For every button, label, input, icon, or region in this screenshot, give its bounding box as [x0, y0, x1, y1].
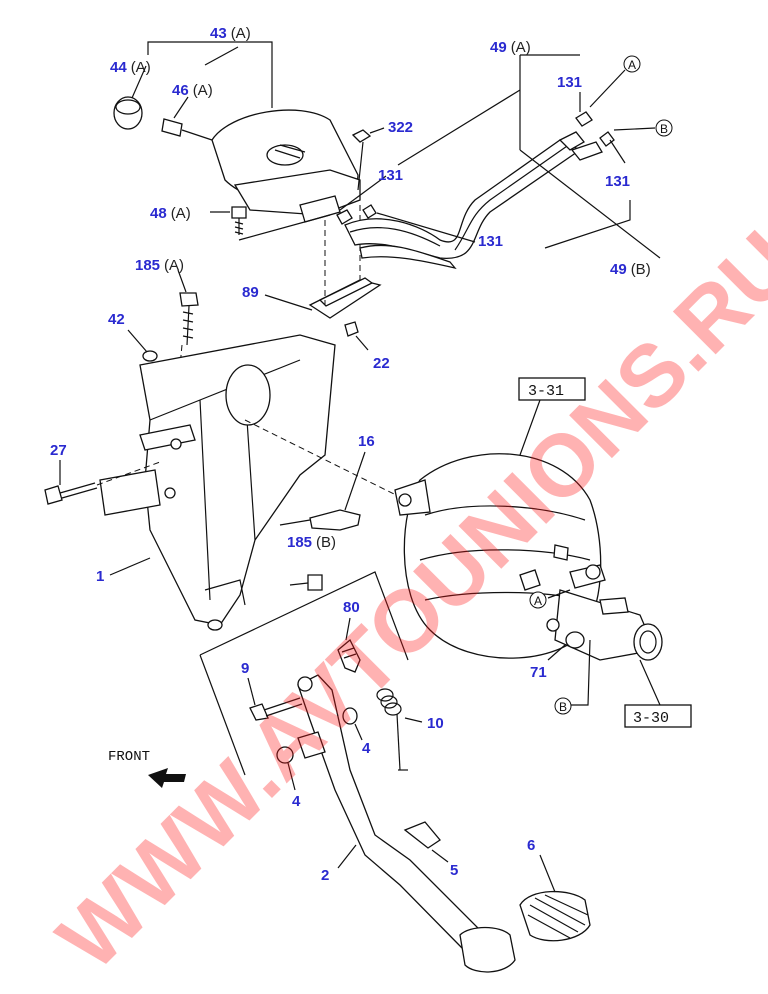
- clamp-131-top: [575, 111, 593, 127]
- svg-text:B: B: [660, 122, 668, 136]
- callout-80: 80: [343, 599, 360, 616]
- front-label: FRONT: [108, 749, 150, 765]
- callout-1: 1: [96, 568, 104, 585]
- callout-185a: 185(A): [135, 257, 184, 274]
- circle-b-top: B: [655, 119, 673, 137]
- ref-3-31: 3-31: [528, 383, 564, 400]
- callout-10: 10: [427, 715, 444, 732]
- svg-text:B: B: [559, 700, 567, 714]
- bolt-322: [351, 129, 372, 191]
- master-cylinder: [546, 564, 663, 661]
- callout-131-left: 131: [378, 167, 403, 184]
- bracket-89: [308, 277, 382, 319]
- svg-text:A: A: [628, 58, 636, 72]
- callout-131-right: 131: [605, 173, 630, 190]
- circle-a-top: A: [623, 55, 641, 73]
- callout-43: 43(A): [210, 25, 251, 42]
- pedal-pad-6: [519, 890, 591, 942]
- callout-322: 322: [388, 119, 413, 136]
- subassembly-frame-left: [199, 654, 246, 776]
- callout-48: 48(A): [150, 205, 191, 222]
- clamp-131-mid: [362, 204, 377, 219]
- bolt-27: [44, 482, 98, 505]
- callout-89: 89: [242, 284, 259, 301]
- pedal-bracket-1: [99, 334, 336, 631]
- ref-box-3-30: [624, 704, 692, 728]
- bolt-185a: [179, 292, 199, 346]
- cap-44: [113, 96, 143, 130]
- nut-22: [344, 321, 359, 337]
- clip-5: [403, 821, 441, 849]
- subassembly-frame-top: [199, 571, 409, 661]
- callout-16: 16: [358, 433, 375, 450]
- callout-9: 9: [241, 660, 249, 677]
- callout-131-top: 131: [557, 74, 582, 91]
- callout-49b: 49(B): [610, 261, 651, 278]
- circle-a-booster: A: [529, 591, 547, 609]
- callout-2: 2: [321, 867, 329, 884]
- reservoir-43: [211, 109, 361, 223]
- callout-6: 6: [527, 837, 535, 854]
- clamp-131-left: [336, 209, 353, 225]
- bolt-185b: [289, 574, 323, 591]
- callout-4-left: 4: [292, 793, 301, 810]
- nut-71: [565, 631, 585, 649]
- spring-10: [376, 688, 402, 771]
- callout-27: 27: [50, 442, 67, 459]
- hose-49: [344, 131, 603, 270]
- switch-16: [279, 509, 361, 531]
- callout-5: 5: [450, 862, 458, 879]
- pedal-pad-left: [459, 926, 516, 973]
- ref-box-3-31: [518, 377, 586, 401]
- callout-71: 71: [530, 664, 547, 681]
- front-arrow-icon: [148, 768, 186, 788]
- callout-44: 44(A): [110, 59, 151, 76]
- bolt-48: [231, 206, 247, 235]
- nipple-46: [161, 118, 213, 141]
- clip-80: [337, 638, 361, 673]
- callout-4-right: 4: [362, 740, 371, 757]
- callout-46: 46(A): [172, 82, 213, 99]
- clamp-131-right: [599, 131, 615, 147]
- callout-49a: 49(A): [490, 39, 531, 56]
- callout-22: 22: [373, 355, 390, 372]
- callout-185b: 185(B): [287, 534, 336, 551]
- circle-b-booster: B: [554, 697, 572, 715]
- bushing-4-left: [276, 746, 294, 764]
- callout-131-mid: 131: [478, 233, 503, 250]
- bushing-4-right: [342, 707, 358, 725]
- svg-text:A: A: [534, 594, 542, 608]
- pin-9: [249, 697, 303, 721]
- washer-42: [142, 350, 158, 362]
- callout-42: 42: [108, 311, 125, 328]
- ref-3-30: 3-30: [633, 710, 669, 727]
- pedal-arm-2: [297, 674, 516, 973]
